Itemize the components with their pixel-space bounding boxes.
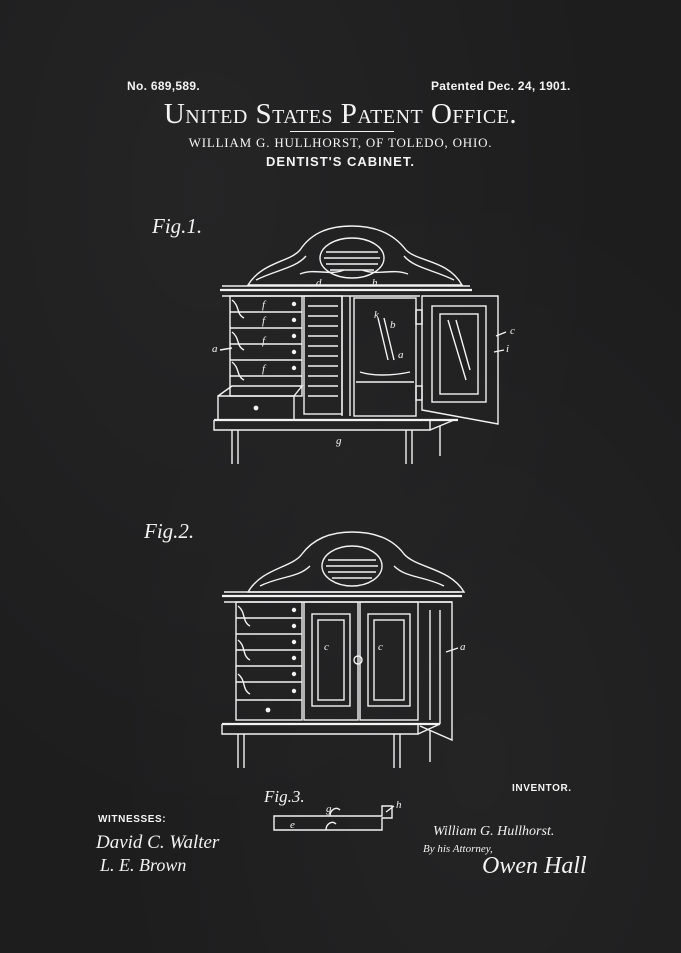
ref-letter: a [212, 343, 218, 355]
ref-letter: b [390, 319, 396, 331]
attorney-signature: Owen Hall [482, 853, 587, 879]
ref-letter: f [262, 315, 267, 327]
inventor-signature: William G. Hullhorst. [433, 824, 555, 839]
fig2-label: Fig.2. [144, 519, 195, 543]
inventor-line: WILLIAM G. HULLHORST, OF TOLEDO, OHIO. [188, 135, 493, 150]
ref-letter: a [460, 641, 466, 653]
patent-number: No. 689,589. [127, 79, 200, 93]
ref-letter: e [290, 819, 295, 831]
inventor-label: INVENTOR. [512, 783, 572, 794]
attorney-line: By his Attorney, [423, 843, 493, 855]
ref-letter: c [324, 641, 329, 653]
office-heading: United States Patent Office. [163, 98, 518, 130]
ref-letter: k [374, 309, 380, 321]
witness-signature-2: L. E. Brown [100, 855, 187, 875]
fig2-drawing: c c a [221, 531, 466, 768]
ref-letter: f [262, 363, 267, 375]
ref-letter: d [316, 277, 322, 289]
ref-letter: c [510, 325, 515, 337]
invention-title: DENTIST'S CABINET. [266, 154, 415, 169]
ref-letter: g [326, 803, 332, 815]
ref-letter: c [378, 641, 383, 653]
ref-letter: a [398, 349, 404, 361]
ref-letter: i [506, 343, 509, 355]
fig1-label: Fig.1. [152, 214, 203, 238]
ref-letter: g [336, 435, 342, 447]
witnesses-label: WITNESSES: [98, 814, 167, 825]
ref-letter: h [396, 799, 402, 811]
fig3-drawing: e g h [273, 799, 402, 831]
heading-rule [290, 131, 394, 132]
fig3-label: Fig.3. [264, 787, 305, 806]
ref-letter: f [262, 299, 267, 311]
fig1-drawing: a f f f f d h k b a c i g [212, 225, 515, 464]
patent-date: Patented Dec. 24, 1901. [431, 79, 571, 93]
witness-signature-1: David C. Walter [96, 832, 220, 853]
ref-letter: h [372, 277, 378, 289]
ref-letter: f [262, 335, 267, 347]
